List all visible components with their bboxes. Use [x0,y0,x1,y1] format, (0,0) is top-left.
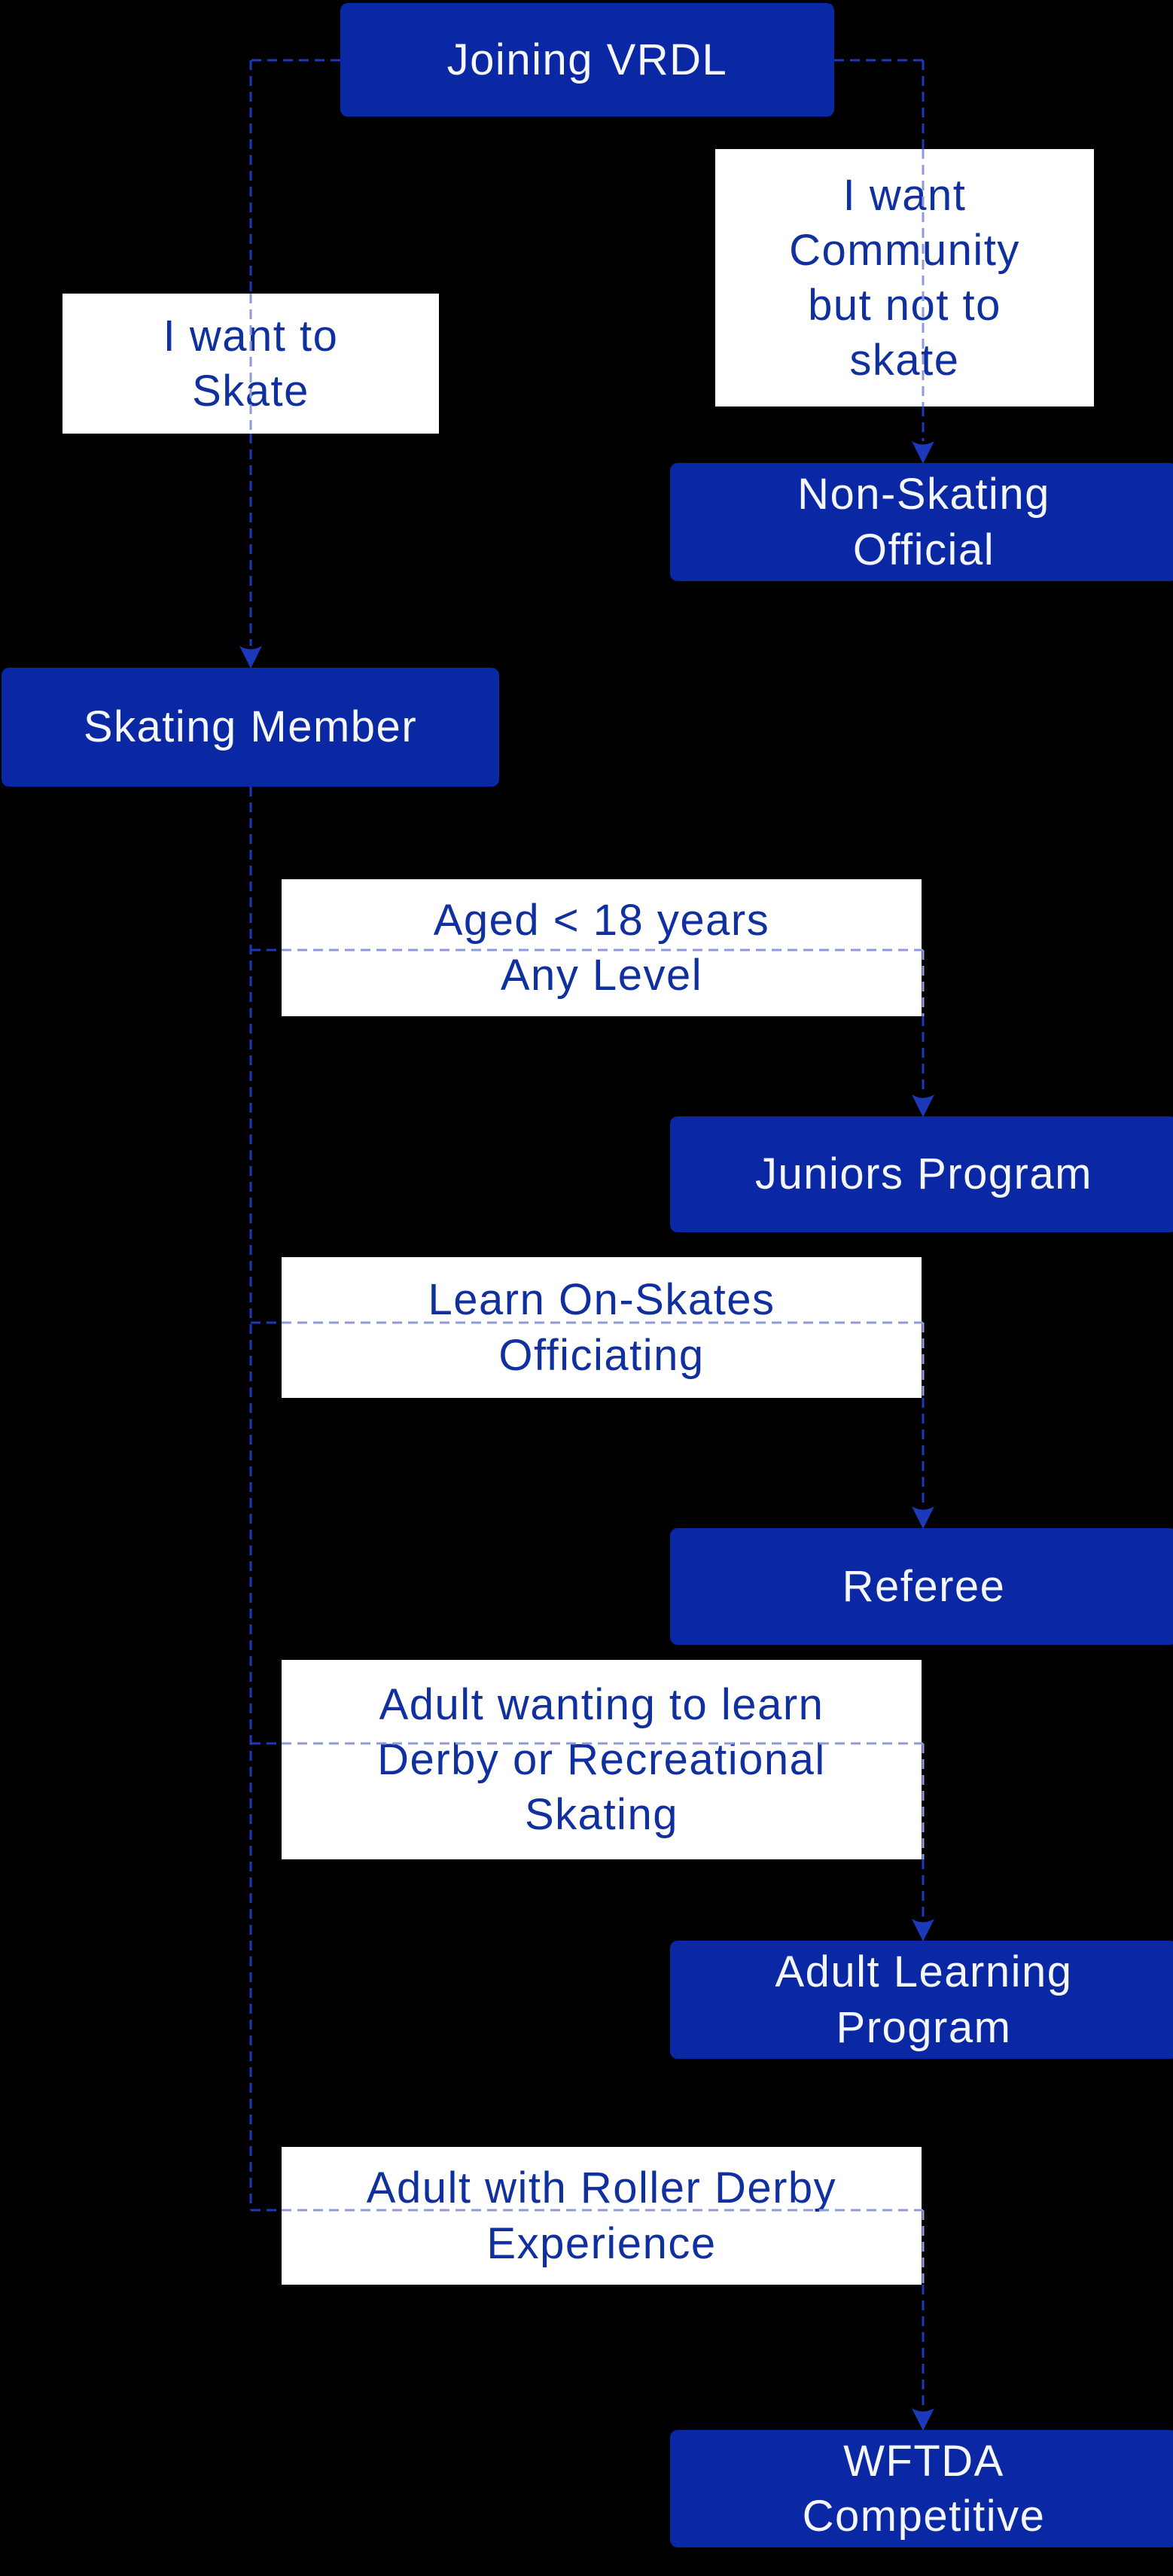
node-adult-wanting-to-learn: Adult wanting to learn Derby or Recreati… [282,1660,922,1859]
arrowhead-juniors [912,1095,934,1117]
arrowhead-referee [912,1506,934,1529]
node-adult-learning-program: Adult Learning Program [670,1941,1173,2059]
node-learn-on-skates-officiating: Learn On-Skates Officiating [282,1257,922,1398]
node-referee: Referee [670,1528,1173,1645]
node-non-skating-official: Non-Skating Official [670,463,1173,581]
node-aged-under-18: Aged < 18 years Any Level [282,879,922,1016]
node-skating-member: Skating Member [2,668,499,787]
node-i-want-community: I want Community but not to skate [715,149,1094,406]
arrowhead-skating-member [239,646,262,668]
arrowhead-non-skating-official [912,441,934,464]
arrowhead-wftda [912,2408,934,2431]
node-i-want-to-skate: I want to Skate [62,294,439,434]
node-juniors-program: Juniors Program [670,1116,1173,1232]
node-adult-with-experience: Adult with Roller Derby Experience [282,2147,922,2285]
node-wftda-competitive: WFTDA Competitive [670,2430,1173,2547]
node-joining-vrdl: Joining VRDL [340,3,834,117]
arrowhead-adult-learning-program [912,1919,934,1941]
